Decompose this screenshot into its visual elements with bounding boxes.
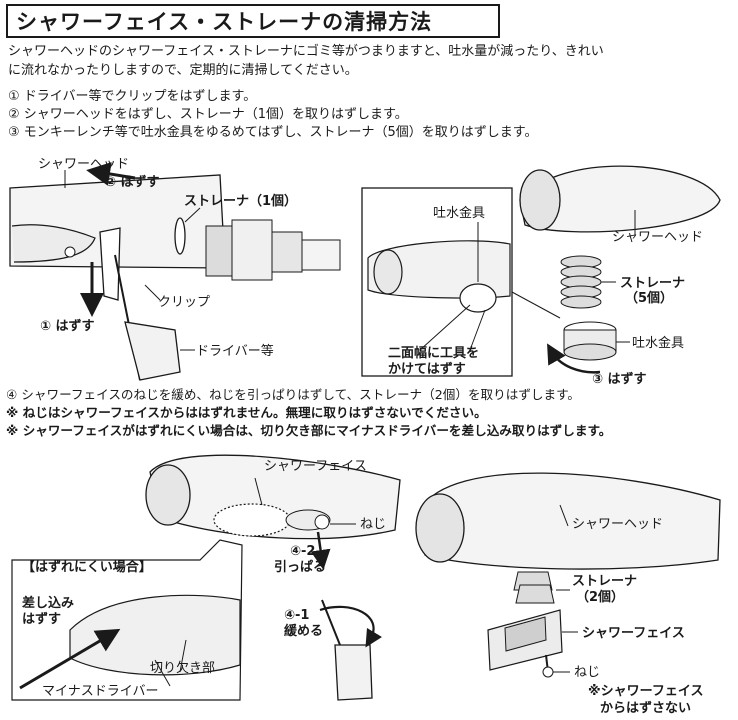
figure-4: シャワーヘッド ストレーナ （2個） シャワーフェイス ねじ ※シャワーフェイス… (415, 472, 721, 716)
step-3: ③ モンキーレンチ等で吐水金具をゆるめてはずし、ストレーナ（5個）を取りはずしま… (8, 125, 538, 140)
label-screw-4: ねじ (574, 665, 600, 680)
label-note-line-2: からはずさない (600, 700, 691, 716)
step-1: ① ドライバー等でクリップをはずします。 (8, 89, 257, 104)
label-insert-line-1: 差し込み (22, 595, 74, 611)
label-shower-face-3: シャワーフェイス (264, 459, 367, 474)
label-notch: 切り欠き部 (150, 660, 215, 676)
label-spout-fitting: 吐水金具 (632, 335, 684, 351)
label-flat-driver: マイナスドライバー (42, 684, 158, 699)
intro-text: シャワーヘッドのシャワーフェイス・ストレーナにゴミ等がつまりますと、吐水量が減っ… (8, 42, 730, 80)
label-remove-1: ① はずす (40, 318, 95, 334)
intro-line: シャワーヘッドのシャワーフェイス・ストレーナにゴミ等がつまりますと、吐水量が減っ… (8, 44, 604, 59)
label-spout-fitting-callout: 吐水金具 (433, 205, 485, 221)
label-step-4-1: ④-1 (284, 608, 309, 623)
figure-3: シャワーフェイス ねじ ④-2 引っぱる ④-1 緩める 【はずれにくい場合】 … (11, 454, 401, 701)
label-step-4-2: ④-2 (290, 544, 315, 559)
label-strainer-5: ストレーナ (620, 276, 685, 291)
label-hard-case: 【はずれにくい場合】 (22, 559, 152, 575)
label-screw-3: ねじ (360, 517, 386, 532)
label-screwdriver: ドライバー等 (196, 343, 274, 359)
label-clip: クリップ (158, 295, 210, 310)
screwdriver-icon (334, 644, 373, 701)
label-pull: 引っぱる (274, 559, 326, 575)
label-remove-2: ② はずす (105, 174, 160, 190)
screw-icon (542, 666, 554, 678)
strainer-pair-icon (513, 571, 555, 604)
label-shower-head-1: シャワーヘッド (38, 157, 129, 172)
step-4-block: ④ シャワーフェイスのねじを緩め、ねじを引っぱりはずして、ストレーナ（2個）を取… (6, 386, 736, 440)
figure-1: シャワーヘッド ② はずす ストレーナ（1個） クリップ ① はずす ドライバー… (9, 157, 341, 381)
spout-fitting-icon (563, 321, 617, 361)
clip-icon (99, 227, 121, 301)
label-strainer-2: ストレーナ (572, 574, 637, 589)
label-shower-head-4: シャワーヘッド (572, 517, 663, 532)
label-remove-3: ③ はずす (592, 371, 647, 387)
label-two-flat-line-1: 二面幅に工具を (388, 345, 479, 361)
label-strainer-1: ストレーナ（1個） (184, 193, 297, 209)
step-4-note-2: ※ シャワーフェイスがはずれにくい場合は、切り欠き部にマイナスドライバーを差し込… (6, 423, 612, 438)
step-4-note-1: ※ ねじはシャワーフェイスからははずれません。無理に取りはずさないでください。 (6, 405, 487, 420)
label-shower-face-4: シャワーフェイス (582, 626, 685, 641)
shower-face-icon (487, 609, 563, 671)
screw-icon (64, 246, 76, 258)
screwdriver-icon (124, 321, 181, 381)
page-title: シャワーフェイス・ストレーナの清掃方法 (6, 4, 500, 38)
step-2: ② シャワーヘッドをはずし、ストレーナ（1個）を取りはずします。 (8, 107, 408, 122)
label-note-line-1: ※シャワーフェイス (588, 684, 703, 699)
label-loosen: 緩める (284, 623, 323, 639)
figure-2: 吐水金具 二面幅に工具を かけてはずす シャワーヘッド ストレーナ （5個） 吐… (361, 165, 721, 387)
step-4: ④ シャワーフェイスのねじを緩め、ねじを引っぱりはずして、ストレーナ（2個）を取… (6, 387, 581, 402)
label-two-flat-line-2: かけてはずす (388, 361, 466, 377)
label-strainer-2-count: （2個） (576, 589, 624, 605)
strainer-ring-icon (174, 217, 186, 255)
strainer-stack-icon (560, 255, 602, 309)
intro-line: に流れなかったりしますので、定期的に清掃してください。 (8, 63, 358, 78)
label-strainer-5-count: （5個） (625, 290, 673, 306)
label-shower-head-2: シャワーヘッド (612, 230, 703, 245)
steps-list: ① ドライバー等でクリップをはずします。 ② シャワーヘッドをはずし、ストレーナ… (8, 88, 730, 142)
screw-icon (314, 514, 330, 530)
label-insert-line-2: はずす (22, 611, 61, 627)
